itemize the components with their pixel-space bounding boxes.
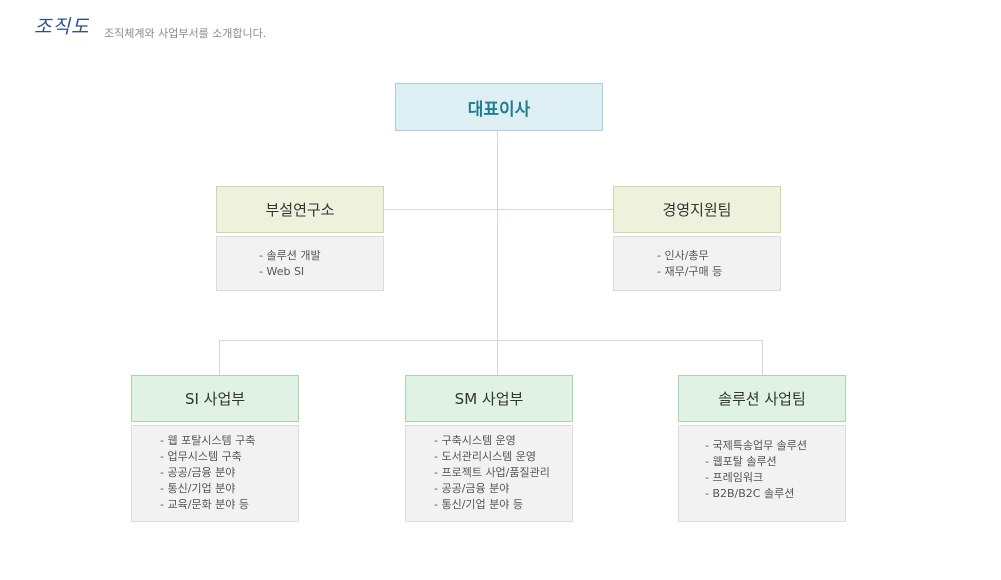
list-item: - B2B/B2C 솔루션 bbox=[705, 487, 795, 500]
sm-division-description: - 구축시스템 운영 - 도서관리시스템 운영 - 프로젝트 사업/품질관리 -… bbox=[405, 425, 573, 522]
list-item: - 프레임워크 bbox=[705, 471, 764, 484]
list-item: - 공공/금융 분야 bbox=[434, 482, 510, 495]
list-item: - 구축시스템 운영 bbox=[434, 434, 516, 447]
page-description: 조직체계와 사업부서를 소개합니다. bbox=[104, 27, 267, 40]
list-item: - 통신/기업 분야 bbox=[160, 482, 236, 495]
page-title: 조직도 bbox=[34, 16, 90, 38]
connector-main-vertical bbox=[497, 130, 498, 376]
list-item: - 프로젝트 사업/품질관리 bbox=[434, 466, 550, 479]
list-item: - 인사/총무 bbox=[657, 249, 709, 262]
solution-team-description: - 국제특송업무 솔루션 - 웹포탈 솔루션 - 프레임워크 - B2B/B2C… bbox=[678, 425, 846, 522]
si-division-node: SI 사업부 bbox=[131, 375, 299, 422]
list-item: - 통신/기업 분야 등 bbox=[434, 498, 524, 511]
management-team-node: 경영지원팀 bbox=[613, 186, 781, 233]
connector-solution-vertical bbox=[762, 340, 763, 376]
list-item: - 업무시스템 구축 bbox=[160, 450, 242, 463]
si-division-description: - 웹 포탈시스템 구축 - 업무시스템 구축 - 공공/금융 분야 - 통신/… bbox=[131, 425, 299, 522]
management-team-description: - 인사/총무 - 재무/구매 등 bbox=[613, 236, 781, 291]
connector-mid-horizontal bbox=[383, 209, 614, 210]
list-item: - 교육/문화 분야 등 bbox=[160, 498, 250, 511]
list-item: - 재무/구매 등 bbox=[657, 265, 723, 278]
list-item: - 공공/금융 분야 bbox=[160, 466, 236, 479]
list-item: - Web SI bbox=[259, 265, 305, 278]
ceo-node: 대표이사 bbox=[395, 83, 603, 131]
connector-bottom-horizontal bbox=[219, 340, 763, 341]
solution-team-node: 솔루션 사업팀 bbox=[678, 375, 846, 422]
research-lab-description: - 솔루션 개발 - Web SI bbox=[216, 236, 384, 291]
sm-division-node: SM 사업부 bbox=[405, 375, 573, 422]
list-item: - 웹 포탈시스템 구축 bbox=[160, 434, 256, 447]
list-item: - 웹포탈 솔루션 bbox=[705, 455, 777, 468]
list-item: - 도서관리시스템 운영 bbox=[434, 450, 537, 463]
list-item: - 솔루션 개발 bbox=[259, 249, 321, 262]
connector-si-vertical bbox=[219, 340, 220, 376]
list-item: - 국제특송업무 솔루션 bbox=[705, 439, 808, 452]
research-lab-node: 부설연구소 bbox=[216, 186, 384, 233]
